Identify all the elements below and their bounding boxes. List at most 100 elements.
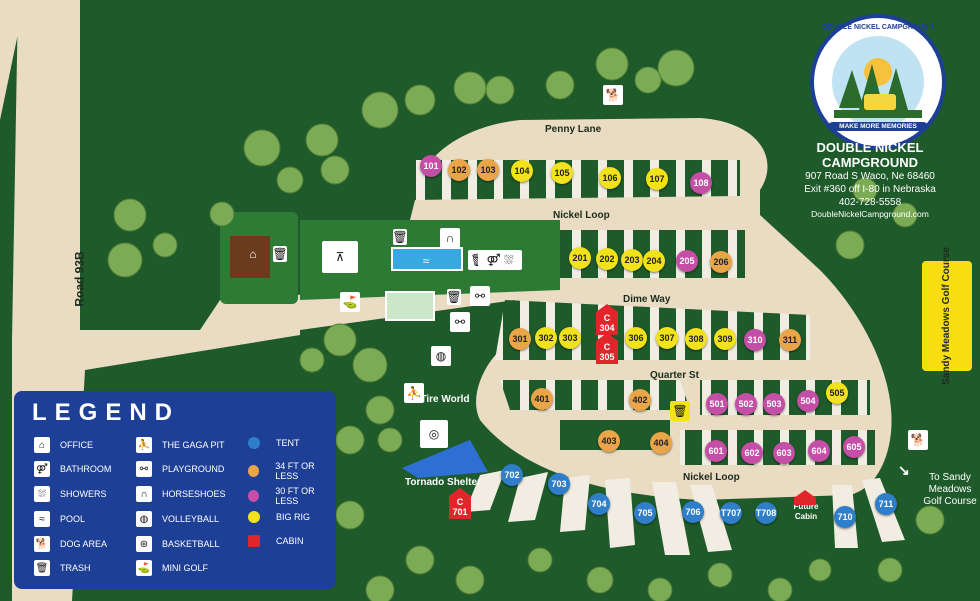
site-marker[interactable]: 309 (714, 328, 736, 350)
legend-bathroom: ⚤BATHROOM (34, 461, 111, 477)
site-marker[interactable]: 502 (735, 393, 757, 415)
site-marker[interactable]: 504 (797, 390, 819, 412)
site-marker[interactable]: 302 (535, 327, 557, 349)
trash-icon[interactable]: 🗑 (272, 246, 288, 262)
phone: 402-728-5558 (838, 197, 902, 208)
site-marker[interactable]: 601 (705, 440, 727, 462)
site-marker[interactable]: 403 (598, 430, 620, 452)
site-marker[interactable]: 107 (646, 168, 668, 190)
site-marker[interactable]: 501 (706, 393, 728, 415)
site-marker[interactable]: 605 (843, 436, 865, 458)
site-marker[interactable]: 505 (826, 382, 848, 404)
legend-title: LEGEND (32, 399, 181, 426)
mini-golf-icon[interactable]: ⛳ (340, 292, 360, 312)
tent-site-marker[interactable]: 705 (634, 502, 656, 524)
site-marker[interactable]: 105 (551, 162, 573, 184)
golf-course-sign: Sandy Meadows Golf Course (922, 247, 972, 385)
site-marker[interactable]: 103 (477, 159, 499, 181)
legend-cabin: CABIN (248, 535, 304, 547)
address: 907 Road S Waco, Ne 68460 (805, 171, 935, 182)
tent-site-marker[interactable]: 702 (501, 464, 523, 486)
site-marker[interactable]: 301 (509, 328, 531, 350)
playground-icon-2[interactable]: ⚯ (450, 312, 470, 332)
mini-golf-icon: ⛳ (136, 560, 152, 576)
campground-name: DOUBLE NICKEL CAMPGROUND (816, 140, 924, 170)
site-marker[interactable]: 108 (690, 172, 712, 194)
dog-area-icon[interactable]: 🐕 (603, 85, 623, 105)
legend-volleyball: ◍VOLLEYBALL (136, 511, 219, 527)
legend-big-rig: BIG RIG (248, 511, 310, 523)
site-marker[interactable]: 310 (744, 329, 766, 351)
website-link[interactable]: DoubleNickelCampground.com (811, 209, 929, 219)
picnic-table-icon[interactable]: ⊼ (322, 241, 358, 273)
site-marker[interactable]: 204 (643, 250, 665, 272)
tent-site-marker[interactable]: T707 (720, 502, 742, 524)
volleyball-icon: ◍ (136, 511, 152, 527)
bathroom-showers-icon[interactable]: ⚤ ⛆ (478, 250, 522, 270)
road-93b-label: Road 93B (72, 251, 87, 307)
site-marker[interactable]: 503 (763, 393, 785, 415)
dog-icon: 🐕 (34, 536, 50, 552)
tent-site-marker[interactable]: T708 (755, 502, 777, 524)
quarter-st-label: Quarter St (650, 370, 699, 381)
site-marker[interactable]: 401 (531, 388, 553, 410)
horseshoes-icon: ∩ (136, 486, 152, 502)
tent-site-marker[interactable]: 703 (548, 473, 570, 495)
site-marker[interactable]: 102 (448, 159, 470, 181)
office-icon: ⌂ (34, 437, 50, 453)
playground-icon[interactable]: ⚯ (470, 286, 490, 306)
nickel-loop-bottom-label: Nickel Loop (683, 472, 740, 483)
trash-icon-yellow[interactable]: 🗑 (670, 401, 690, 421)
nickel-loop-top-label: Nickel Loop (553, 210, 610, 221)
volleyball-icon[interactable]: ◍ (431, 346, 451, 366)
site-marker[interactable]: 201 (569, 247, 591, 269)
site-marker[interactable]: 602 (741, 442, 763, 464)
tire-icon: ◎ (420, 420, 448, 448)
tent-dot-icon (248, 437, 260, 449)
site-marker[interactable]: 306 (625, 327, 647, 349)
site-marker[interactable]: 308 (685, 328, 707, 350)
legend-showers: ⛆SHOWERS (34, 486, 107, 502)
playground-icon: ⚯ (136, 461, 152, 477)
legend-dog-area: 🐕DOG AREA (34, 536, 107, 552)
campground-info: DOUBLE NICKEL CAMPGROUND 907 Road S Waco… (770, 140, 970, 219)
arrow-icon: ↘ (898, 462, 910, 478)
site-marker[interactable]: 307 (656, 327, 678, 349)
tent-site-marker[interactable]: 711 (875, 493, 897, 515)
tent-site-marker[interactable]: 704 (588, 493, 610, 515)
site-marker[interactable]: 106 (599, 167, 621, 189)
site-marker[interactable]: 604 (808, 440, 830, 462)
site-marker[interactable]: 202 (596, 248, 618, 270)
legend-30ft: 30 FT OR LESS (248, 486, 336, 506)
future-cabin-marker[interactable] (794, 490, 816, 505)
trash-icon[interactable]: 🗑 (392, 229, 408, 245)
legend-trash: 🗑TRASH (34, 560, 91, 576)
site-marker[interactable]: 206 (710, 251, 732, 273)
pool-icon[interactable]: ≈ (422, 254, 430, 268)
gaga-pit-icon[interactable]: ⛹ (404, 383, 424, 403)
legend-playground: ⚯PLAYGROUND (136, 461, 224, 477)
campground-logo: DOUBLE NICKEL CAMPGROUND MAKE MORE MEMOR… (810, 14, 946, 150)
site-marker[interactable]: 101 (420, 155, 442, 177)
tent-site-marker[interactable]: 710 (834, 506, 856, 528)
trash-icon[interactable]: 🗑 (446, 289, 462, 305)
shower-icon: ⛆ (34, 486, 50, 502)
horseshoes-icon[interactable]: ∩ (440, 228, 460, 248)
site-marker[interactable]: 603 (773, 442, 795, 464)
legend-panel: LEGEND ⌂OFFICE ⚤BATHROOM ⛆SHOWERS ≈POOL … (14, 391, 336, 589)
tent-site-marker[interactable]: 706 (682, 501, 704, 523)
site-marker[interactable]: 104 (511, 160, 533, 182)
pool-icon: ≈ (34, 511, 50, 527)
future-cabin-label: Future Cabin (793, 502, 819, 521)
site-marker[interactable]: 203 (621, 249, 643, 271)
office-icon[interactable]: ⌂ (243, 244, 263, 264)
site-marker[interactable]: 303 (559, 327, 581, 349)
site-marker[interactable]: 402 (629, 389, 651, 411)
dog-area-icon-2[interactable]: 🐕 (908, 430, 928, 450)
site-marker[interactable]: 311 (779, 329, 801, 351)
site-marker[interactable]: 404 (650, 432, 672, 454)
site-marker[interactable]: 205 (676, 250, 698, 272)
